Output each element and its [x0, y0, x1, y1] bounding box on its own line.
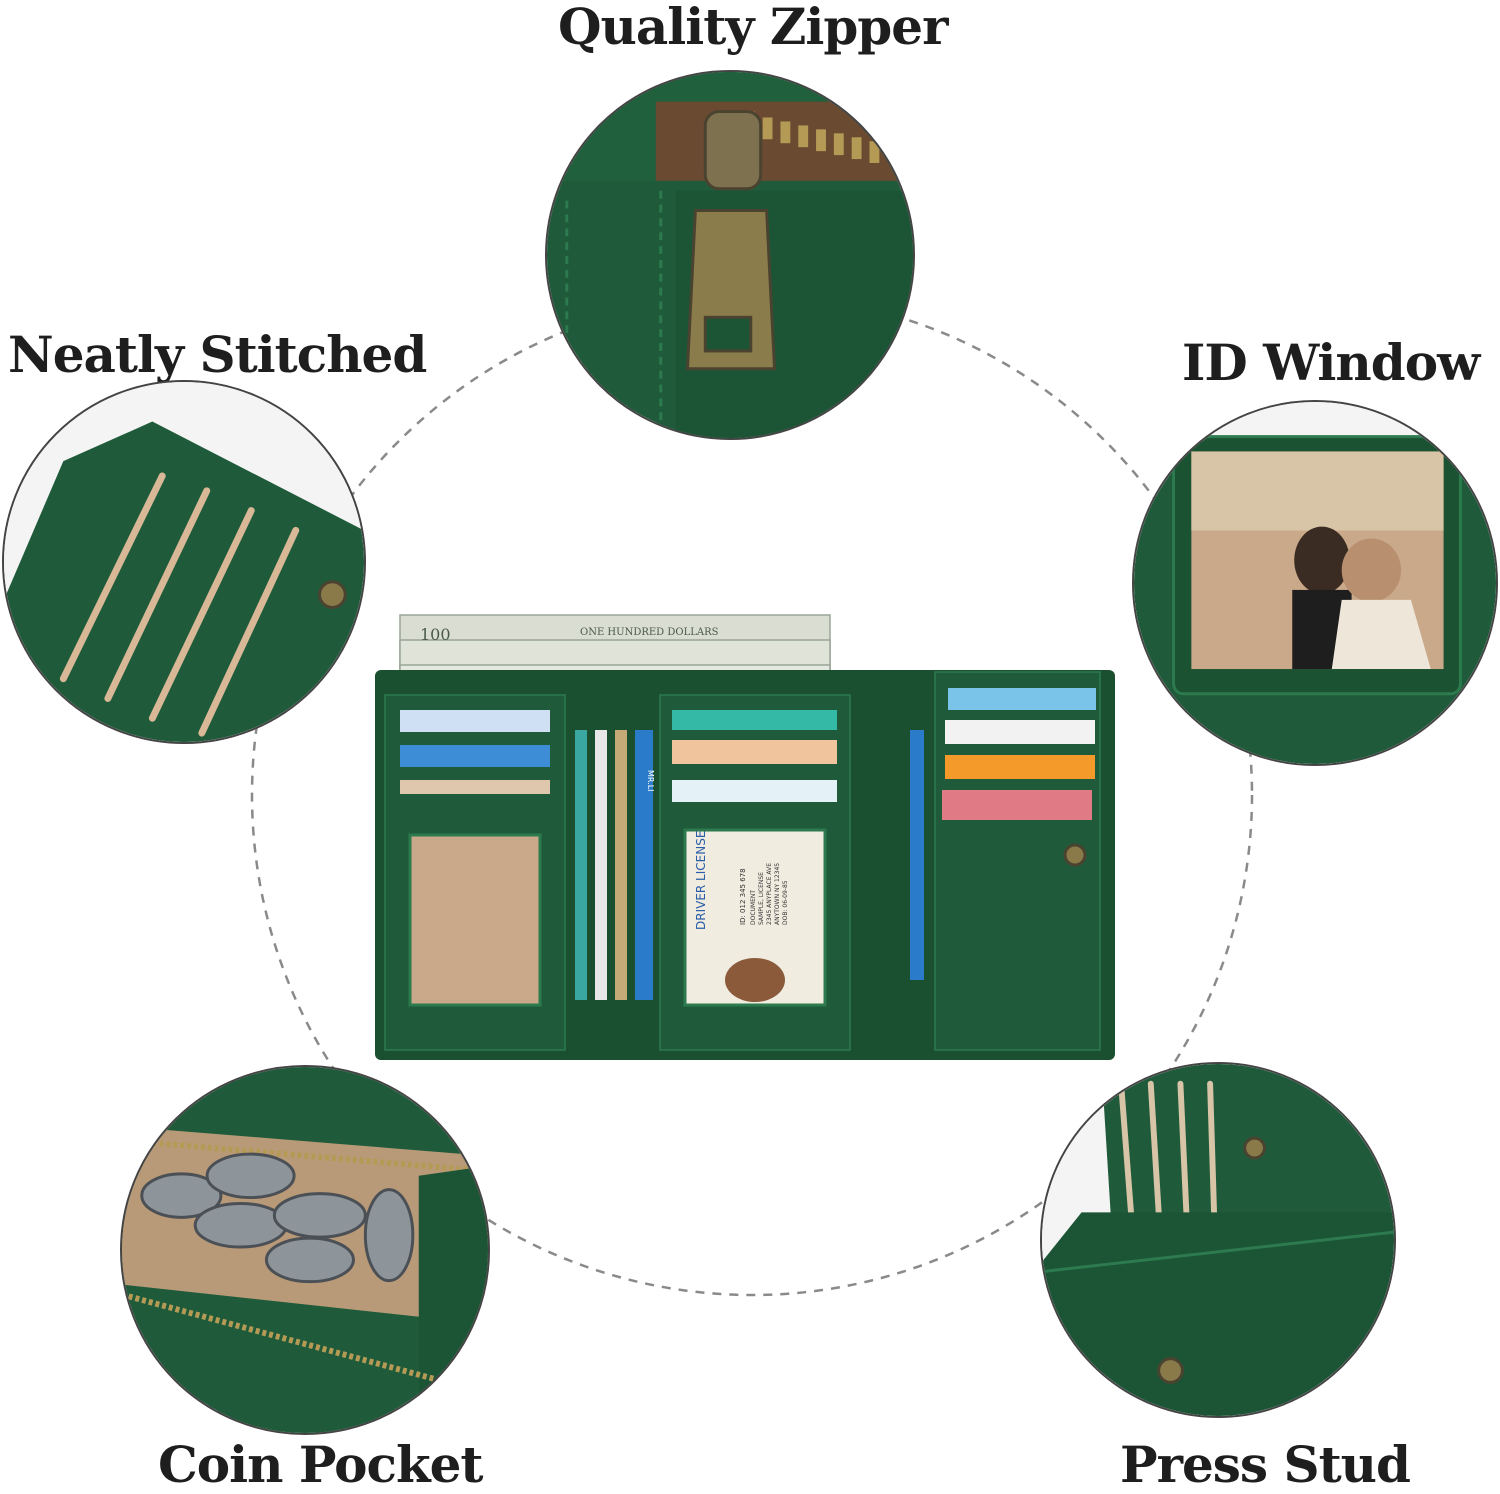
open-trifold-wallet-image: ONE HUNDRED DOLLARS 100 DRIVER LICENSE I… [375, 614, 1115, 1060]
label-neatly-stitched: Neatly Stitched [8, 325, 427, 384]
label-id-window: ID Window [1182, 333, 1480, 392]
id-card-line-3: SAMPLE, LICENSE [758, 872, 765, 925]
label-quality-zipper: Quality Zipper [558, 0, 948, 56]
card-slots-closeup-image [2, 380, 366, 744]
press-stud-closeup-image [1040, 1062, 1396, 1418]
id-card-line-6: DOB: 06-09-85 [782, 880, 789, 925]
coin-pocket-closeup-image [120, 1065, 490, 1435]
id-window-closeup-image [1132, 400, 1498, 766]
label-coin-pocket: Coin Pocket [158, 1435, 483, 1494]
id-card-title: DRIVER LICENSE [694, 831, 708, 930]
label-press-stud: Press Stud [1120, 1435, 1411, 1494]
zipper-closeup-image [545, 70, 915, 440]
card-brand-text: MR.LI [646, 770, 655, 792]
banknote-value: 100 [420, 625, 451, 644]
id-card-line-5: ANYTOWN NY 12345 [774, 863, 781, 925]
id-card-line-1: ID: 012 345 678 [739, 868, 747, 925]
id-card-line-4: 2345 ANYPLACE AVE [766, 863, 773, 925]
banknote-label: ONE HUNDRED DOLLARS [580, 627, 719, 638]
id-card-line-2: DOCUMENT [750, 890, 757, 925]
